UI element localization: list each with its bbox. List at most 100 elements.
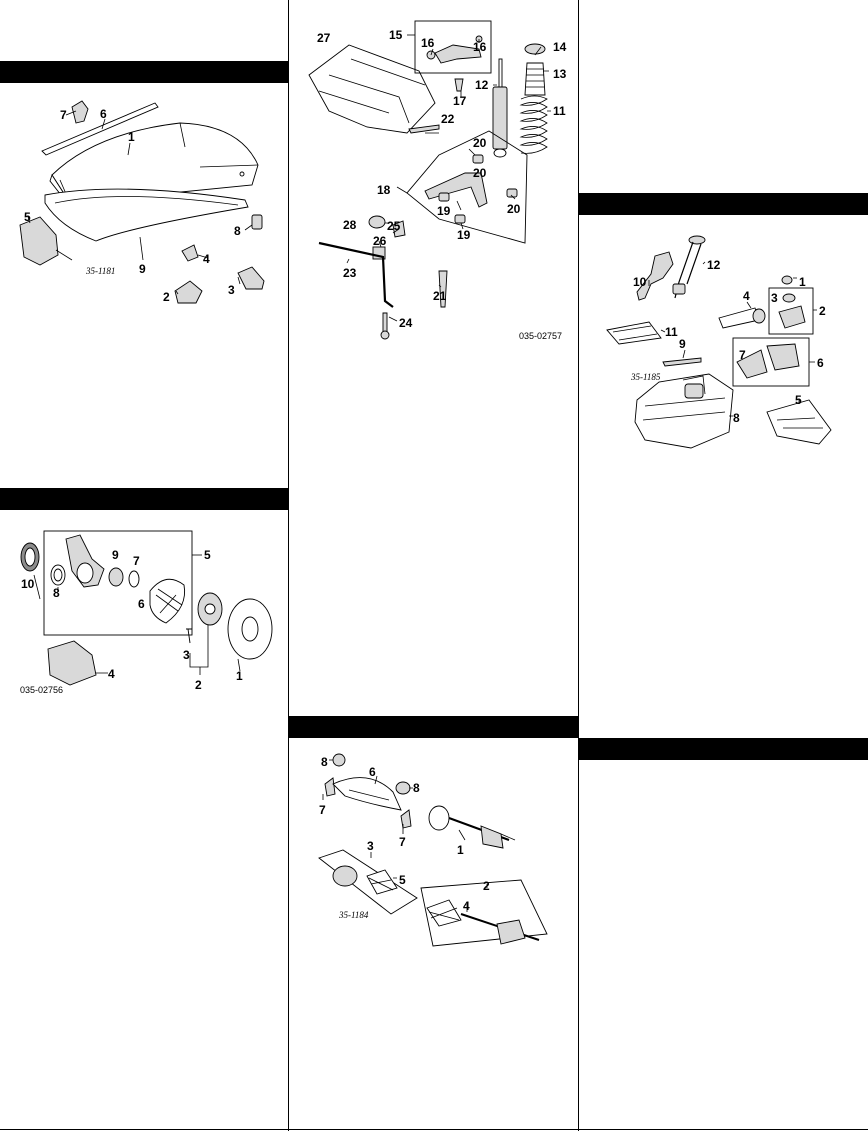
steering-knuckle	[65, 534, 105, 588]
hub-bolt	[186, 628, 192, 644]
callout-7b: 7	[399, 835, 406, 849]
wheel-bearing	[108, 567, 124, 587]
callout-19b: 19	[457, 228, 471, 242]
tank-gasket	[606, 321, 662, 345]
callout-6: 6	[100, 107, 107, 121]
callout-26: 26	[373, 234, 387, 248]
callout-12: 12	[707, 258, 721, 272]
callout-11: 11	[665, 325, 678, 339]
clip	[181, 244, 199, 262]
fuel-tank	[634, 373, 734, 449]
arm-bolt	[438, 270, 448, 308]
crossmember	[332, 777, 402, 811]
callout-4: 4	[463, 899, 470, 913]
inboard-joint	[428, 805, 450, 831]
coil-spring	[519, 95, 548, 154]
callout-3: 3	[183, 648, 190, 662]
callout-11: 11	[553, 104, 566, 118]
callout-8: 8	[733, 411, 740, 425]
shock-absorber-rod	[498, 58, 503, 90]
callout-24: 24	[399, 316, 413, 330]
driveshaft-diagram: 1 2 3 4 5 6 7 7 8 8 35-1184	[289, 748, 577, 968]
stabilizer-bar	[318, 241, 394, 308]
lower-control-arm	[424, 172, 488, 208]
callout-8b: 8	[413, 781, 420, 795]
callout-14: 14	[553, 40, 567, 54]
callout-6: 6	[369, 765, 376, 779]
fuel-gauge-sender	[636, 251, 674, 301]
figure-id: 35-1184	[338, 910, 369, 920]
callout-5: 5	[399, 873, 406, 887]
suspension-diagram: 11 12 13 14 15 16 16 17 18 19 19 20 20 2…	[289, 15, 577, 350]
stabilizer-link	[382, 312, 388, 334]
callout-6: 6	[817, 356, 824, 370]
upper-control-arm	[434, 44, 482, 64]
callout-2: 2	[195, 678, 202, 692]
hood-seal	[44, 188, 249, 242]
callout-5: 5	[795, 393, 802, 407]
hood-stay	[41, 102, 159, 156]
callout-20: 20	[473, 136, 487, 150]
knuckle-kit-box	[43, 530, 193, 636]
driveshaft-kit-box	[420, 879, 548, 947]
tank-strap	[662, 357, 702, 367]
long-bolt	[408, 124, 440, 134]
fuel-pump	[688, 235, 706, 245]
callout-1: 1	[799, 275, 806, 289]
callout-4: 4	[203, 252, 210, 266]
splash-shield	[149, 578, 186, 624]
hood-diagram: 1 2 3 4 5 6 7 8 9 35-1181	[0, 85, 288, 315]
mount-bushing-right	[395, 781, 411, 795]
outboard-boot	[480, 825, 504, 849]
knuckle-exploded-view: 1 2 3 4 5 6 7 8 9 10 035-02756	[20, 530, 273, 695]
callout-13: 13	[553, 67, 567, 81]
callout-7: 7	[739, 348, 746, 362]
callout-9: 9	[112, 548, 119, 562]
tank-bracket	[766, 399, 832, 445]
figure-id: 35-1185	[630, 372, 661, 382]
callout-10: 10	[633, 275, 647, 289]
callout-2: 2	[163, 290, 170, 304]
callout-5: 5	[24, 210, 31, 224]
fuel-filler-cap	[781, 275, 793, 285]
strut-mount	[524, 43, 546, 55]
callout-8: 8	[321, 755, 328, 769]
callout-7: 7	[319, 803, 326, 817]
callout-1: 1	[128, 130, 135, 144]
driveshaft-joint	[496, 919, 526, 945]
hood-hinge-bracket	[71, 100, 89, 124]
callout-17: 17	[453, 94, 467, 108]
callout-12: 12	[475, 78, 489, 92]
callout-22: 22	[441, 112, 455, 126]
dust-boot	[524, 62, 546, 96]
release-handle	[237, 266, 265, 290]
callout-19: 19	[437, 204, 451, 218]
callout-4: 4	[743, 289, 750, 303]
callout-16: 16	[421, 36, 435, 50]
filler-gasket	[782, 293, 796, 303]
callout-15: 15	[389, 28, 403, 42]
rear-subframe	[308, 44, 436, 134]
heat-shield-right	[766, 343, 800, 371]
figure-id: 035-02757	[519, 331, 562, 341]
hood-exploded-view: 1 2 3 4 5 6 7 8 9 35-1181	[19, 100, 265, 304]
callout-27: 27	[317, 31, 331, 45]
retaining-ring	[128, 570, 140, 588]
callout-1: 1	[457, 843, 464, 857]
section-header-bar-fuel-tank	[579, 193, 868, 215]
section-header-bar-knuckle	[0, 488, 288, 510]
bushing	[368, 215, 386, 229]
hood-latch	[19, 216, 59, 266]
callout-9: 9	[139, 262, 146, 276]
mount-bushing	[332, 753, 346, 767]
bumper-stop	[251, 214, 263, 230]
callout-3: 3	[771, 291, 778, 305]
section-header-bar-blank	[579, 738, 868, 760]
callout-28: 28	[343, 218, 357, 232]
callout-21: 21	[433, 289, 447, 303]
filler-kit-box	[768, 287, 814, 335]
figure-id: 035-02756	[20, 685, 63, 695]
latch-assembly	[174, 280, 203, 304]
column-divider-left	[288, 0, 289, 1131]
heat-shield-left	[736, 349, 768, 379]
